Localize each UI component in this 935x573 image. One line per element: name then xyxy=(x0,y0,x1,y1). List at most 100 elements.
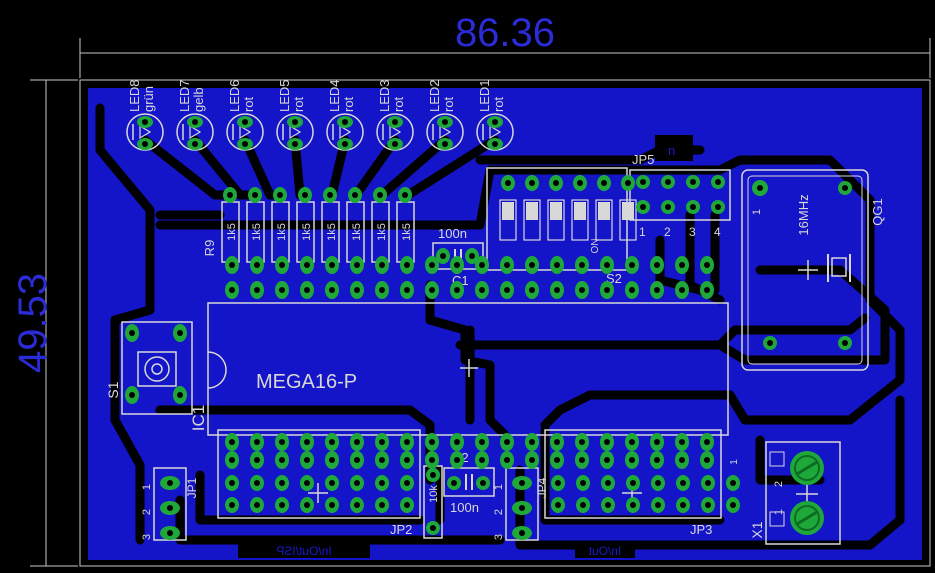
resistor-pad xyxy=(273,187,287,203)
ic-pad xyxy=(525,433,539,451)
pad xyxy=(475,451,489,469)
led-color: gelb xyxy=(191,87,206,112)
jp3-pad xyxy=(651,475,665,491)
led-pad xyxy=(237,138,253,150)
jp4-pad xyxy=(512,526,532,540)
button-pad xyxy=(125,324,139,342)
width-dimension-label: 86.36 xyxy=(455,11,555,55)
x1-ref: X1 xyxy=(749,521,765,538)
jp3-pad xyxy=(676,497,690,513)
resistor-10k-value: 10k xyxy=(428,485,440,503)
jp3-pad xyxy=(676,475,690,491)
dip-pad xyxy=(501,175,515,191)
led-ref: LED3 xyxy=(377,79,392,112)
ic-pad xyxy=(700,281,714,299)
jp5-pad xyxy=(686,175,700,189)
pad xyxy=(500,451,514,469)
c1-pad xyxy=(436,248,450,264)
x1-pin-2: 2 xyxy=(773,481,785,487)
crystal-qg1: 16MHz QG1 1 xyxy=(741,169,885,371)
ic-pad xyxy=(375,281,389,299)
dip-lever xyxy=(595,199,613,241)
crystal-pin1-label: 1 xyxy=(751,209,763,215)
ic-pad xyxy=(250,433,264,451)
height-dimension-label: 49.53 xyxy=(11,273,55,373)
ic-pad xyxy=(500,281,514,299)
pad xyxy=(675,451,689,469)
ic-pad xyxy=(225,281,239,299)
pad xyxy=(325,451,339,469)
ic-pad xyxy=(625,281,639,299)
jp5-pad xyxy=(711,200,725,214)
resistor-value: 1k5 xyxy=(326,223,338,241)
dip-lever xyxy=(547,199,565,241)
ic-pad xyxy=(275,281,289,299)
resistor-pad xyxy=(398,187,412,203)
pad xyxy=(225,451,239,469)
capacitor-c2-value: 100n xyxy=(450,500,479,515)
ic-pad xyxy=(450,281,464,299)
pad xyxy=(250,451,264,469)
jp5-pad xyxy=(636,175,650,189)
pad xyxy=(650,256,664,274)
pad xyxy=(525,256,539,274)
jp2-pad xyxy=(325,497,339,513)
resistor-array-ref: R9 xyxy=(202,240,217,257)
header-pin-number: 1 xyxy=(729,459,740,465)
jp2-pad xyxy=(400,497,414,513)
ic-pad xyxy=(300,281,314,299)
led-ref: LED2 xyxy=(427,79,442,112)
jp1-ref: JP1 xyxy=(185,477,199,498)
led-pad xyxy=(137,138,153,150)
resistor-pad xyxy=(348,187,362,203)
bottom-labels: In/Out/ISP In/Out xyxy=(238,542,635,558)
pushbutton-s1: S1 xyxy=(105,321,193,415)
r10k-pad xyxy=(426,521,440,535)
resistor-pad xyxy=(298,187,312,203)
jp2-pad xyxy=(250,475,264,491)
jp5-pin-3: 3 xyxy=(689,225,696,239)
led-pad xyxy=(137,116,153,128)
jp5-pin-4: 4 xyxy=(714,225,721,239)
resistor-pad xyxy=(248,187,262,203)
terminal-x1: X1 2 1 xyxy=(749,441,841,545)
dip-pad xyxy=(597,175,611,191)
dip-switch-on-label: ON xyxy=(590,239,601,254)
jp5-pad xyxy=(711,175,725,189)
jp5-pin-2: 2 xyxy=(664,225,671,239)
ic-pad xyxy=(425,281,439,299)
jp2-pad xyxy=(300,475,314,491)
led-pad xyxy=(187,138,203,150)
led-pad xyxy=(487,116,503,128)
led-pad xyxy=(387,116,403,128)
dip-switch-levers xyxy=(499,199,637,241)
pad xyxy=(450,451,464,469)
pad xyxy=(300,256,314,274)
r10k-pad xyxy=(426,468,440,482)
capacitor-c1-value: 100n xyxy=(438,226,467,241)
jp3-pad xyxy=(576,475,590,491)
jp3-pad xyxy=(626,475,640,491)
jp5-pad xyxy=(661,175,675,189)
terminal-screw-pad xyxy=(790,501,824,535)
ic-pad xyxy=(575,281,589,299)
ic-pad xyxy=(400,433,414,451)
jp5-pad xyxy=(661,200,675,214)
pad xyxy=(450,256,464,274)
pad xyxy=(500,256,514,274)
x1-pin-1: 1 xyxy=(773,509,785,515)
ic-pad xyxy=(225,433,239,451)
pad xyxy=(700,256,714,274)
pad xyxy=(525,451,539,469)
pad xyxy=(350,256,364,274)
jp3-pad xyxy=(701,475,715,491)
crystal-value: 16MHz xyxy=(796,194,811,235)
crystal-ref: QG1 xyxy=(870,198,885,225)
pushbutton-ref: S1 xyxy=(105,381,121,398)
pad xyxy=(400,451,414,469)
jp3-ref: JP3 xyxy=(690,522,712,537)
jp2-pad xyxy=(225,475,239,491)
pad xyxy=(550,256,564,274)
